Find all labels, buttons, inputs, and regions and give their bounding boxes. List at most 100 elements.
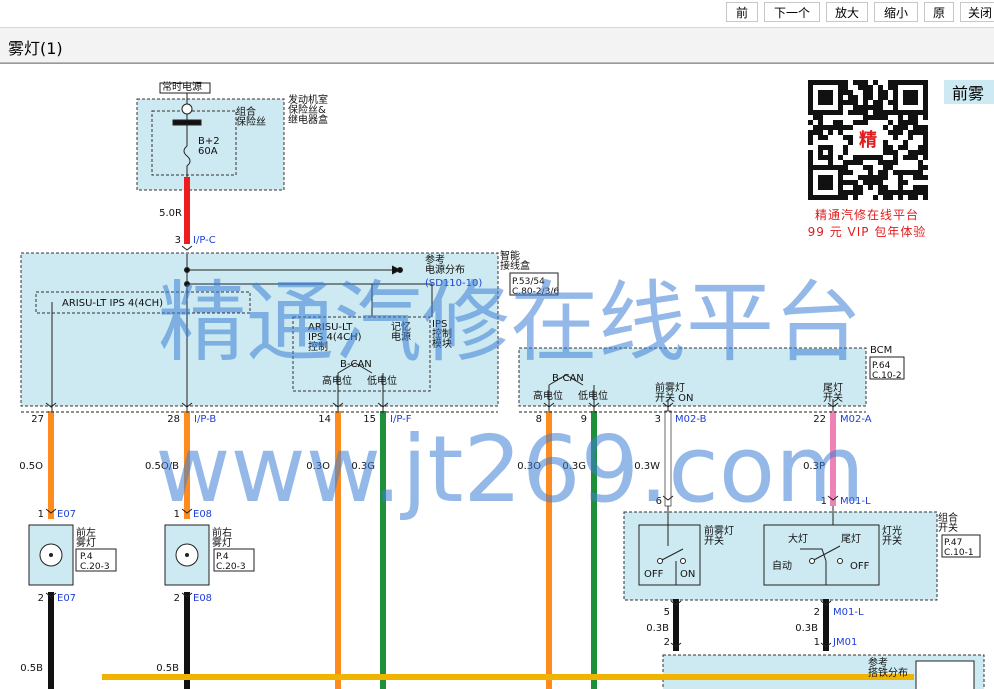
- qr-module: [913, 130, 918, 135]
- lamp-left-conn-bot: E07: [57, 593, 76, 604]
- qr-module: [848, 170, 853, 175]
- qr-module: [923, 125, 928, 130]
- qr-module: [908, 135, 913, 140]
- qr-module: [873, 115, 878, 120]
- title-bar: 雾灯(1): [0, 28, 994, 63]
- qr-module: [888, 150, 893, 155]
- promo-line2: 99 元 VIP 包年体验: [808, 224, 927, 239]
- promo-line1: 精通汽修在线平台: [815, 207, 919, 222]
- qr-module: [913, 170, 918, 175]
- ref-box-3: [869, 356, 905, 380]
- fuse-rating-line2: 60A: [198, 146, 218, 157]
- sjb-low: 低电位: [367, 374, 397, 387]
- qr-module: [808, 155, 813, 160]
- qr-module: [808, 160, 813, 165]
- pin-2-conn: I/P-B: [194, 414, 216, 425]
- qr-module: [858, 190, 863, 195]
- qr-module: [833, 125, 838, 130]
- pin-8-wire: 0.3P: [803, 461, 825, 472]
- connector-chevron-17: [670, 642, 682, 648]
- connector-chevron-1: [181, 402, 193, 408]
- combo-ref-line2: C.10-1: [944, 548, 974, 558]
- qr-module: [893, 160, 898, 165]
- fusebox-name-line1: 组合: [236, 105, 256, 118]
- qr-module: [923, 195, 928, 200]
- qr-module: [888, 130, 893, 135]
- prev-button[interactable]: 前: [726, 2, 758, 22]
- qr-module: [853, 155, 858, 160]
- qr-code: [806, 78, 930, 202]
- qr-module: [883, 110, 888, 115]
- qr-module: [848, 125, 853, 130]
- bcm-fog-switch-line1: 前雾灯: [655, 381, 685, 394]
- qr-module: [828, 145, 833, 150]
- qr-module: [853, 100, 858, 105]
- qr-module: [848, 95, 853, 100]
- next-button[interactable]: 下一个: [764, 2, 820, 22]
- qr-module: [878, 100, 883, 105]
- qr-module: [878, 115, 883, 120]
- zoom-out-button[interactable]: 缩小: [874, 2, 918, 22]
- qr-module: [828, 130, 833, 135]
- close-button[interactable]: 关闭: [960, 2, 994, 22]
- qr-module: [863, 90, 868, 95]
- qr-module: [888, 195, 893, 200]
- fusebox-location-line1: 发动机室: [288, 93, 328, 106]
- qr-module: [913, 175, 918, 180]
- qr-module: [818, 120, 823, 125]
- qr-module: [858, 85, 863, 90]
- qr-module: [918, 175, 923, 180]
- qr-module: [868, 105, 873, 110]
- qr-module: [808, 150, 813, 155]
- lamp-left-ref-line2: C.20-3: [80, 562, 110, 572]
- pin-5-number: 8: [536, 414, 542, 425]
- qr-module: [843, 135, 848, 140]
- qr-module: [923, 145, 928, 150]
- connector-chevron-5: [588, 402, 600, 408]
- connector-chevron-13: [662, 495, 674, 501]
- pin-1-number: 27: [31, 414, 44, 425]
- qr-module: [828, 150, 833, 155]
- qr-module: [903, 120, 908, 125]
- qr-center-label: 精: [859, 129, 877, 151]
- original-size-button[interactable]: 原: [924, 2, 954, 22]
- qr-module: [853, 120, 858, 125]
- bcm-box: [518, 347, 867, 407]
- ips-inner-line1: ARISU-LT: [308, 322, 353, 333]
- qr-module: [908, 155, 913, 160]
- combo-conn-bot: M01-L: [833, 607, 864, 618]
- connector-chevron-6: [662, 402, 674, 408]
- qr-module: [833, 120, 838, 125]
- qr-module: [883, 170, 888, 175]
- fusebox-name-line2: 保险丝: [236, 115, 266, 128]
- bottom-ref-line2: 搭铁分布: [868, 666, 908, 679]
- qr-module: [878, 155, 883, 160]
- combo-fog-switch-line2: 开关: [704, 534, 724, 547]
- qr-module: [903, 180, 908, 185]
- fuse-bar: [172, 119, 202, 126]
- qr-module: [868, 85, 873, 90]
- qr-module: [883, 145, 888, 150]
- connector-chevron-0: [45, 402, 57, 408]
- bcm-tail-switch-line1: 尾灯: [823, 382, 843, 394]
- qr-module: [883, 195, 888, 200]
- fusebox-location-line2: 保险丝&: [288, 103, 326, 116]
- qr-module: [893, 125, 898, 130]
- qr-module: [858, 175, 863, 180]
- qr-module: [923, 155, 928, 160]
- qr-module: [883, 115, 888, 120]
- wire-bus-yellow: [102, 674, 914, 680]
- combo-ref-line1: P.47: [944, 538, 962, 548]
- qr-module: [843, 180, 848, 185]
- combo-tail: 尾灯: [841, 533, 861, 545]
- qr-module: [903, 170, 908, 175]
- lamp-left-name-line2: 雾灯: [76, 537, 96, 549]
- zoom-in-button[interactable]: 放大: [826, 2, 868, 22]
- combo-name-line2: 开关: [938, 521, 958, 534]
- qr-module: [873, 80, 878, 85]
- qr-module: [848, 180, 853, 185]
- qr-module: [883, 90, 888, 95]
- qr-module: [853, 190, 858, 195]
- bcm-bcan: B-CAN: [552, 373, 584, 384]
- qr-module: [883, 150, 888, 155]
